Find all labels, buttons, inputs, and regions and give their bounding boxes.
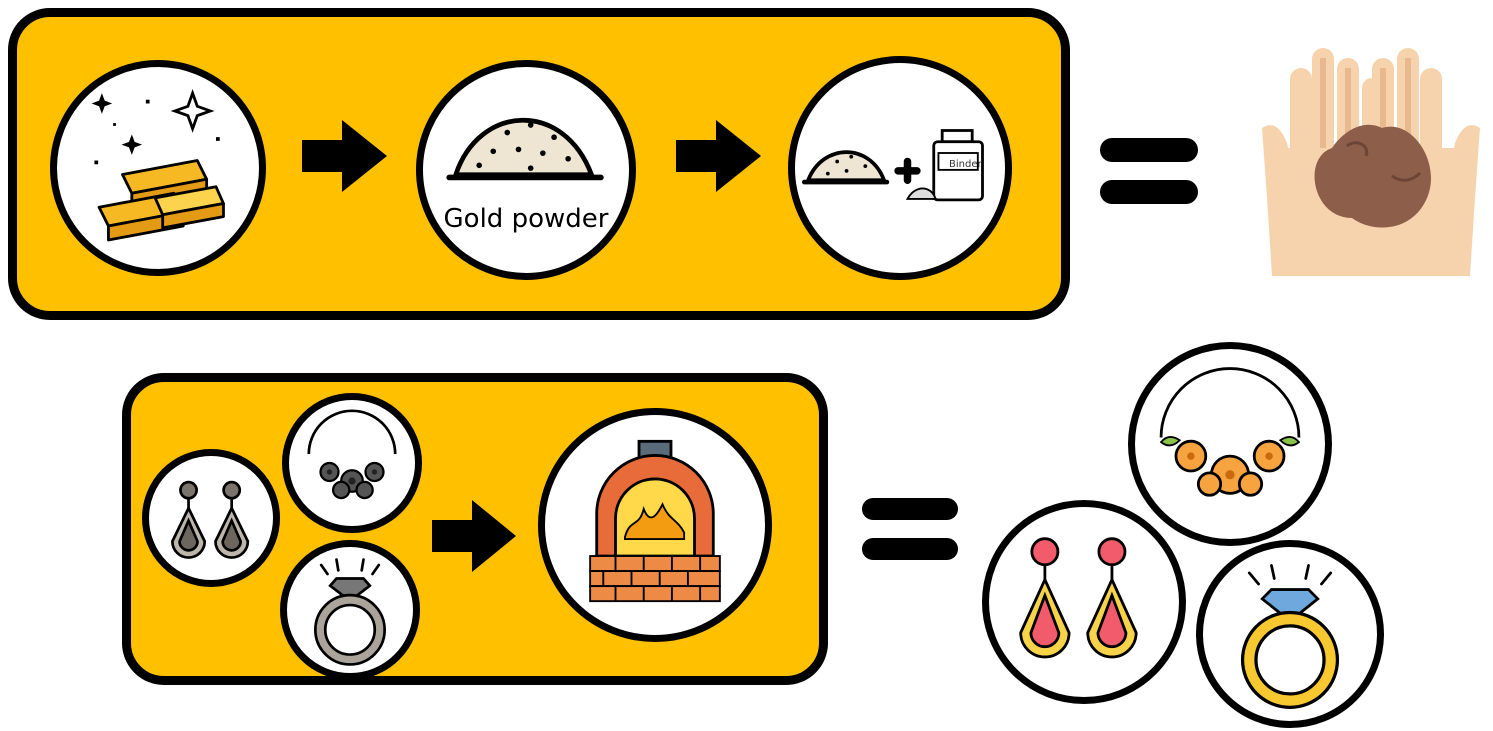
arrow-right-icon (676, 120, 761, 192)
equals-icon (862, 498, 958, 562)
gold-bars-icon (50, 60, 266, 276)
arrow-right-icon (302, 120, 387, 192)
ring-gold-icon (1196, 540, 1384, 728)
ring-gray-icon (280, 540, 420, 680)
necklace-gray-icon (282, 393, 422, 533)
powder-pile-icon (423, 67, 629, 273)
gold-powder-label: Gold powder (423, 204, 629, 234)
powder-plus-binder-icon: Binder (788, 56, 1012, 280)
arrow-right-icon (432, 500, 516, 572)
binder-label: Binder (949, 159, 982, 170)
gold-powder-circle: Gold powder (416, 60, 636, 280)
earrings-gold-icon (982, 500, 1186, 704)
earrings-gray-icon (142, 449, 280, 587)
equals-icon (1100, 138, 1198, 208)
hands-with-clay-icon (1262, 48, 1480, 276)
kiln-oven-icon (538, 408, 772, 642)
